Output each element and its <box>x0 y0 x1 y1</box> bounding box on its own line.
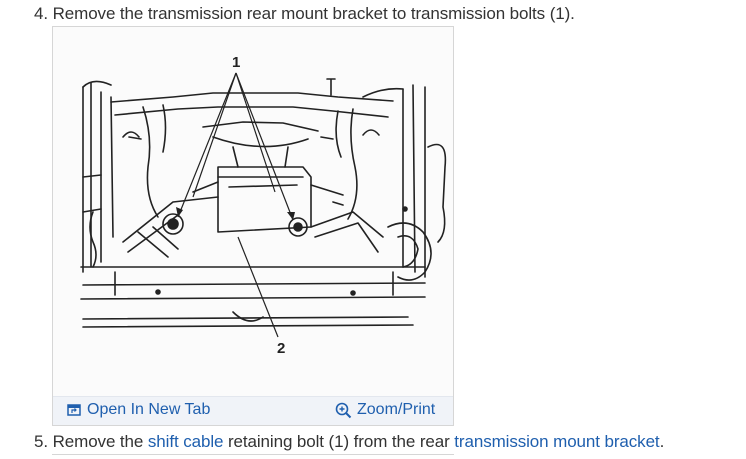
magnifier-plus-icon <box>335 402 352 418</box>
step-4-text: Remove the transmission rear mount brack… <box>52 4 575 23</box>
open-new-tab-icon <box>67 404 81 416</box>
step-4-number: 4. <box>34 4 48 23</box>
transmission-mount-bracket-link[interactable]: transmission mount bracket <box>454 432 660 451</box>
step-5-text-after: . <box>659 432 665 451</box>
figure-container: 1 2 Open In New Tab Zoom/Print <box>52 26 454 426</box>
zoom-print-label: Zoom/Print <box>357 401 436 418</box>
step-5-text-before: Remove the <box>52 432 144 451</box>
callout-1: 1 <box>232 54 240 71</box>
next-figure-border <box>52 454 454 459</box>
figure-toolbar: Open In New Tab Zoom/Print <box>53 396 453 425</box>
transmission-mount-illustration: 1 2 <box>80 54 447 357</box>
step-5-text-middle: retaining bolt (1) from the rear <box>227 432 450 451</box>
step-5-number: 5. <box>34 432 48 451</box>
step-4: 4. Remove the transmission rear mount br… <box>34 4 575 24</box>
shift-cable-link[interactable]: shift cable <box>147 432 224 451</box>
step-5: 5. Remove the shift cable retaining bolt… <box>34 432 664 452</box>
callout-2: 2 <box>277 340 285 357</box>
zoom-print-link[interactable]: Zoom/Print <box>335 401 435 419</box>
open-in-new-tab-label: Open In New Tab <box>87 401 211 418</box>
open-in-new-tab-link[interactable]: Open In New Tab <box>67 401 210 419</box>
